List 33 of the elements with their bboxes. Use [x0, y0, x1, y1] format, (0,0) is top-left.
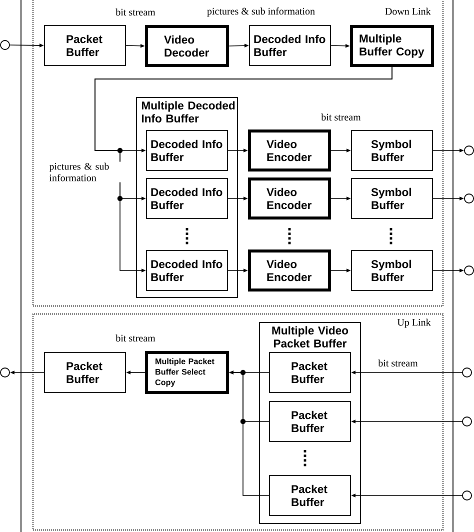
process-box: Decoded Info Buffer	[249, 25, 331, 66]
edge-label: bit stream	[377, 358, 419, 368]
terminal-circle	[462, 368, 472, 378]
process-box: Symbol Buffer	[351, 250, 433, 291]
terminal-circle	[462, 490, 472, 500]
edge-label: pictures & sub information	[48, 162, 130, 182]
edge-label: bit stream	[320, 112, 362, 122]
process-box: Video Decoder	[145, 25, 229, 67]
process-box: Multiple Packet Buffer Select Copy	[145, 351, 229, 394]
edge-label: bit stream	[114, 7, 156, 17]
terminal-circle	[0, 40, 10, 50]
process-box: Video Encoder	[248, 250, 331, 292]
terminal-circle	[464, 266, 474, 276]
process-box: Packet Buffer	[269, 475, 351, 516]
process-box: Decoded Info Buffer	[146, 130, 228, 171]
process-box: Symbol Buffer	[351, 178, 433, 219]
terminal-circle	[464, 194, 474, 204]
process-box: Packet Buffer	[269, 401, 351, 442]
edge-label: bit stream	[114, 333, 156, 343]
process-box: Packet Buffer	[269, 352, 351, 393]
terminal-circle	[464, 146, 474, 156]
process-box: Decoded Info Buffer	[146, 250, 228, 291]
process-box: Symbol Buffer	[351, 130, 433, 171]
process-box: Video Encoder	[248, 130, 331, 172]
terminal-circle	[462, 416, 472, 426]
process-box: Packet Buffer	[44, 352, 126, 393]
edge-label: pictures & sub information	[206, 6, 316, 18]
process-box: Multiple Buffer Copy	[350, 25, 434, 67]
process-box: Decoded Info Buffer	[146, 178, 228, 219]
terminal-circle	[0, 368, 10, 378]
process-box: Video Encoder	[248, 178, 331, 220]
arrow	[94, 66, 392, 272]
process-box: Packet Buffer	[44, 25, 126, 66]
